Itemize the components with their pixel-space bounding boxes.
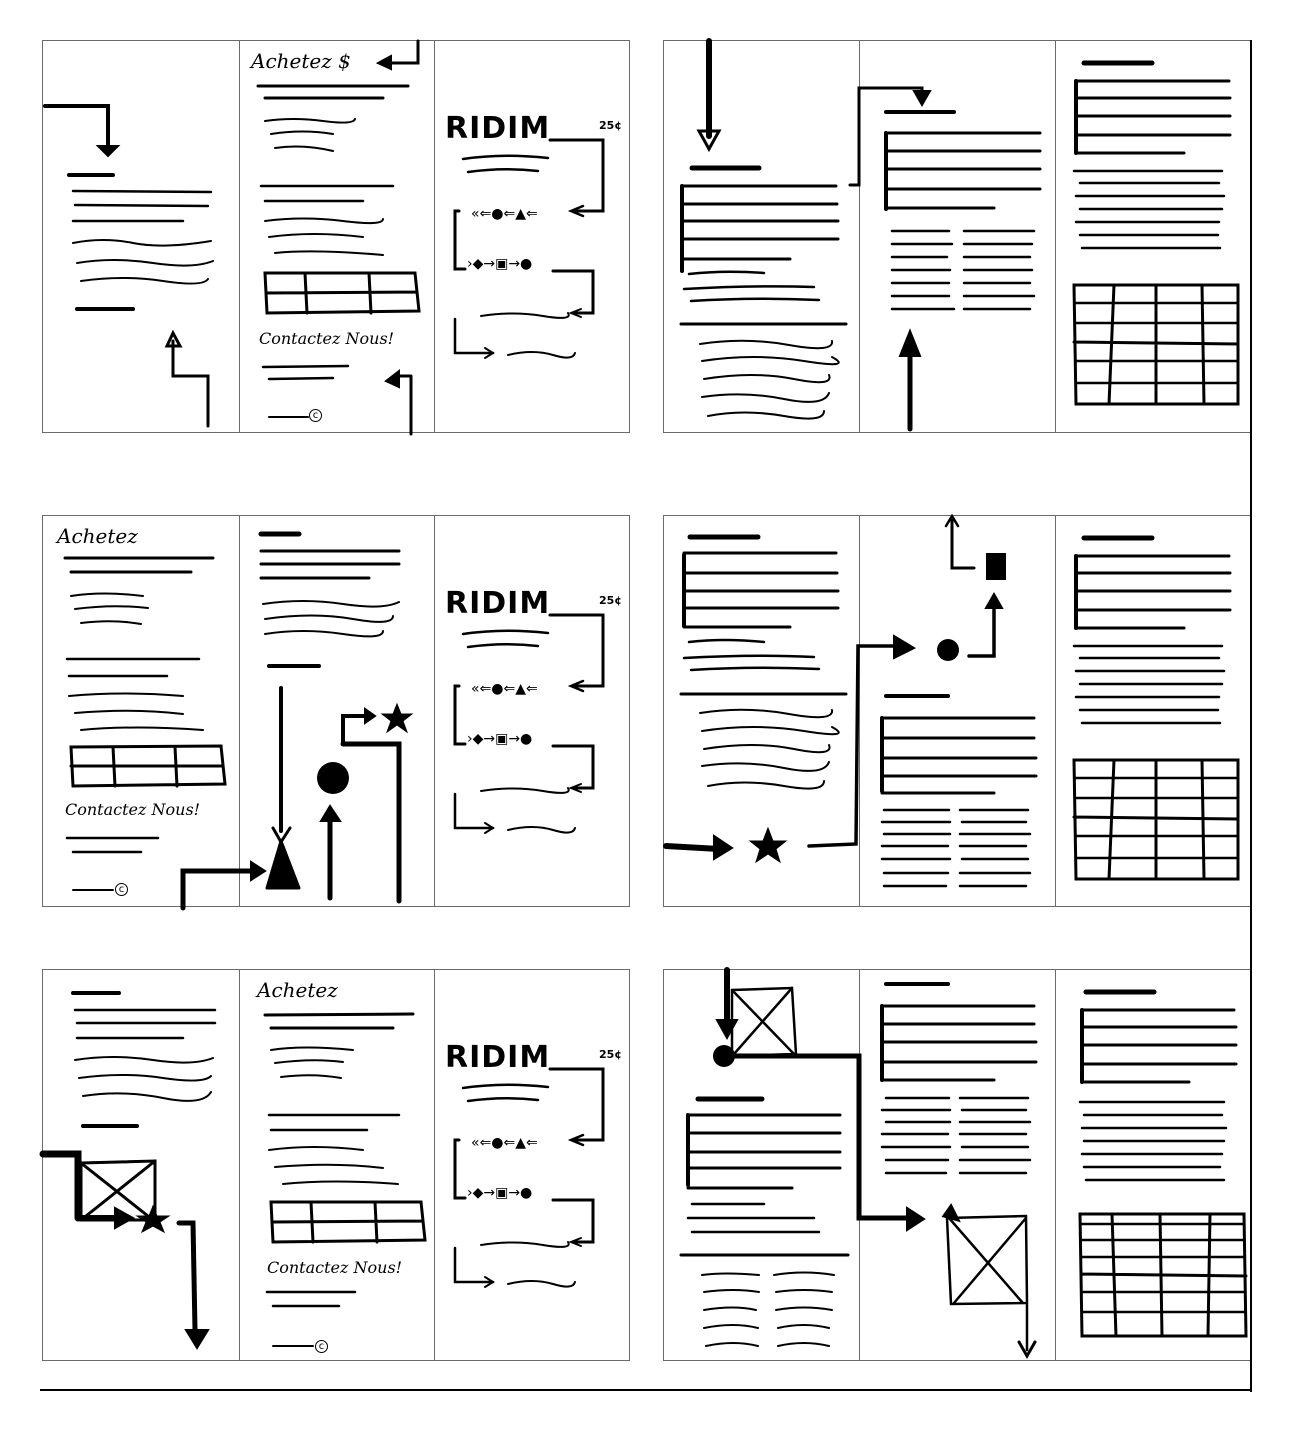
fold-line: [239, 41, 240, 432]
sketch-strokes: [679, 967, 1248, 1360]
brand-logo: RIDIM: [445, 1040, 551, 1075]
fold-line: [239, 516, 240, 906]
buy-heading: Achetez: [57, 524, 138, 548]
fold-line: [434, 41, 435, 432]
svg-text:«⇐●⇐▲⇐: «⇐●⇐▲⇐: [471, 206, 538, 222]
sketch-strokes: «⇐●⇐▲⇐ ›◆→▣→●: [63, 531, 605, 911]
fold-line: [434, 970, 435, 1360]
fold-line: [859, 41, 860, 432]
buy-heading: Achetez: [257, 978, 338, 1002]
price-tag: 25¢: [599, 119, 622, 132]
contact-heading: Contactez Nous!: [259, 329, 395, 348]
buy-heading: Achetez $: [251, 49, 351, 73]
fold-line: [1055, 41, 1056, 432]
brochure-sketch-row3-left: «⇐●⇐▲⇐ ›◆→▣→● Achetez RIDIM 25¢ Contacte…: [39, 969, 630, 1361]
fold-line: [859, 516, 860, 906]
sketch-strokes: «⇐●⇐▲⇐ ›◆→▣→●: [39, 991, 605, 1350]
price-tag: 25¢: [599, 594, 622, 607]
page-bottom-rule: [40, 1389, 1252, 1391]
svg-text:«⇐●⇐▲⇐: «⇐●⇐▲⇐: [471, 1135, 538, 1151]
copyright-icon: c: [115, 883, 128, 896]
copyright-icon: c: [315, 1340, 328, 1353]
brochure-sketch-row2-right: [663, 513, 1252, 907]
fold-line: [434, 516, 435, 906]
svg-text:›◆→▣→●: ›◆→▣→●: [467, 731, 532, 747]
contact-heading: Contactez Nous!: [65, 800, 201, 819]
page-right-edge: [1250, 40, 1252, 1392]
fold-line: [1055, 970, 1056, 1360]
fold-line: [1055, 516, 1056, 906]
contact-heading: Contactez Nous!: [267, 1258, 403, 1277]
sketch-strokes: [663, 513, 1240, 888]
svg-text:›◆→▣→●: ›◆→▣→●: [467, 1185, 532, 1201]
brand-logo: RIDIM: [445, 586, 551, 621]
brochure-sketch-row1-left: «⇐●⇐▲⇐ ›◆→▣→● Achetez $ RIDIM 25¢ Contac…: [42, 39, 630, 436]
svg-text:›◆→▣→●: ›◆→▣→●: [467, 256, 532, 272]
sketch-strokes: [679, 38, 1240, 432]
brochure-sketch-row3-right: [663, 967, 1252, 1361]
sketch-strokes: «⇐●⇐▲⇐ ›◆→▣→●: [43, 39, 605, 436]
svg-text:«⇐●⇐▲⇐: «⇐●⇐▲⇐: [471, 681, 538, 697]
fold-line: [239, 970, 240, 1360]
brochure-sketch-row2-left: «⇐●⇐▲⇐ ›◆→▣→● Achetez RIDIM 25¢ Contacte…: [42, 515, 630, 911]
brochure-sketch-row1-right: [663, 38, 1252, 433]
brand-logo: RIDIM: [445, 111, 551, 146]
copyright-icon: c: [309, 409, 322, 422]
price-tag: 25¢: [599, 1048, 622, 1061]
